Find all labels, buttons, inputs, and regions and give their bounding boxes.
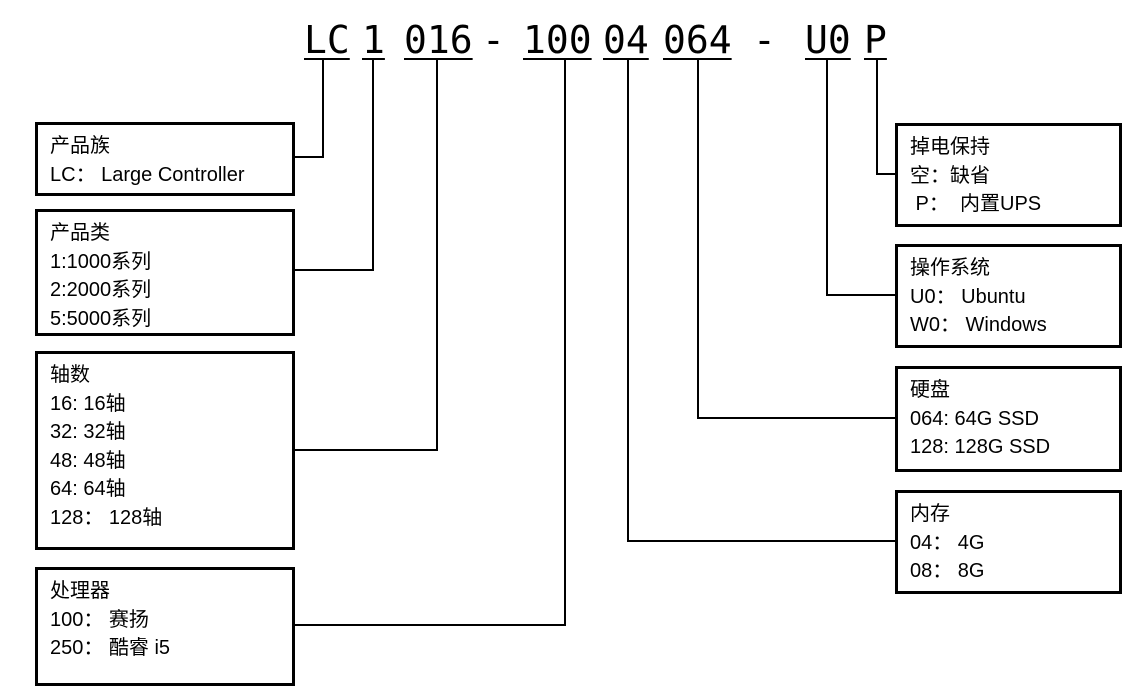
connector-product-class [295, 60, 374, 271]
box-product-family: 产品族 LC： Large Controller [35, 122, 295, 196]
box-processor: 处理器 100： 赛扬 250： 酷睿 i5 [35, 567, 295, 686]
box-item: 1:1000系列 [50, 250, 152, 273]
box-product-class: 产品类 1:1000系列 2:2000系列 5:5000系列 [35, 209, 295, 336]
code-segment-axis: 016 [404, 18, 473, 62]
box-item: U0： Ubuntu [910, 285, 1026, 308]
box-item: P： 内置UPS [910, 193, 1042, 215]
box-power-retention: 掉电保持 空：缺省 P： 内置UPS [895, 123, 1122, 227]
code-segment-memory: 04 [603, 18, 649, 62]
box-item: W0： Windows [910, 314, 1047, 336]
box-item: 64: 64轴 [50, 478, 126, 500]
box-item: 5:5000系列 [50, 307, 152, 330]
box-item: 2:2000系列 [50, 279, 152, 301]
connector-disk [697, 60, 895, 419]
box-title: 轴数 [50, 364, 90, 386]
box-title: 操作系统 [910, 257, 990, 279]
box-item: 16: 16轴 [50, 392, 126, 415]
connector-axis-count [295, 60, 438, 451]
connector-product-family [295, 60, 324, 158]
box-title: 处理器 [50, 580, 110, 602]
box-item: 32: 32轴 [50, 421, 126, 443]
box-item: 250： 酷睿 i5 [50, 637, 171, 659]
connector-power-retention [876, 60, 895, 175]
code-segment-processor: 100 [523, 18, 592, 62]
box-item: LC： Large Controller [50, 163, 245, 186]
box-memory: 内存 04： 4G 08： 8G [895, 490, 1122, 594]
box-item: 08： 8G [910, 560, 985, 582]
box-title: 产品类 [50, 222, 110, 244]
box-item: 100： 赛扬 [50, 608, 149, 631]
box-title: 掉电保持 [910, 136, 990, 158]
box-item: 064: 64G SSD [910, 407, 1039, 430]
connector-processor [295, 60, 566, 626]
box-title: 内存 [910, 503, 950, 525]
box-item: 空：缺省 [910, 164, 990, 187]
code-segment-power: P [864, 18, 887, 62]
code-segment-disk: 064 [663, 18, 732, 62]
connector-os [826, 60, 895, 296]
box-item: 04： 4G [910, 531, 985, 554]
box-axis-count: 轴数 16: 16轴 32: 32轴 48: 48轴 64: 64轴 128： … [35, 351, 295, 550]
box-operating-system: 操作系统 U0： Ubuntu W0： Windows [895, 244, 1122, 348]
box-item: 128: 128G SSD [910, 436, 1051, 458]
box-item: 128： 128轴 [50, 506, 163, 529]
box-title: 硬盘 [910, 379, 950, 401]
box-hard-disk: 硬盘 064: 64G SSD 128: 128G SSD [895, 366, 1122, 472]
code-segment-os: U0 [805, 18, 851, 62]
box-item: 48: 48轴 [50, 449, 126, 472]
code-dash: - [753, 18, 776, 62]
code-dash: - [482, 18, 505, 62]
code-segment-class: 1 [362, 18, 385, 62]
code-segment-family: LC [304, 18, 350, 62]
box-title: 产品族 [50, 135, 110, 157]
connector-memory [627, 60, 895, 542]
